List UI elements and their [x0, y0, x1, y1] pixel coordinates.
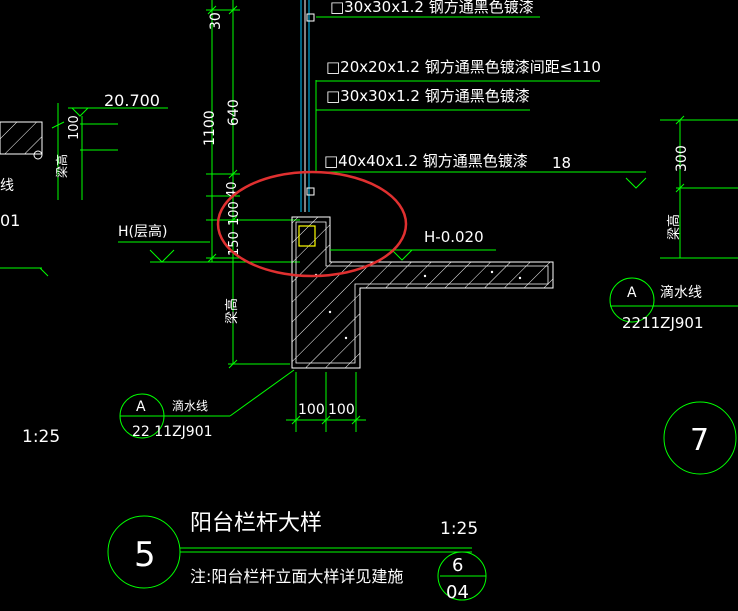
- detail-number: 5: [134, 535, 156, 575]
- spec-30: □30x30x1.2 钢方通黑色镀漆: [326, 87, 530, 105]
- level-18-marker: [625, 177, 647, 189]
- drip-callout-left: [119, 369, 295, 439]
- dim-100: 100: [227, 201, 242, 226]
- title-block: [107, 515, 487, 601]
- spec-30-top: □30x30x1.2 钢方通黑色镀漆: [330, 0, 534, 16]
- dim-100a: 100: [298, 402, 325, 418]
- right-fragment: [609, 115, 738, 475]
- dim-100-left: 100: [67, 115, 82, 140]
- rail-node-top: [306, 13, 315, 22]
- dim-100b: 100: [328, 402, 355, 418]
- level-h-marker: [118, 241, 300, 263]
- left-edge-fragment: [0, 103, 65, 277]
- concrete-section: [291, 216, 554, 369]
- level-h-text: H(层高): [118, 223, 167, 240]
- detail-scale: 1:25: [440, 519, 478, 539]
- beam-height-left: 梁高: [54, 154, 69, 178]
- drip-label-right: 滴水线: [660, 284, 702, 301]
- detail-note: 注:阳台栏杆立面大样详见建施: [190, 567, 403, 586]
- scale-left: 1:25: [22, 427, 60, 447]
- bottom-dimensions: [286, 372, 366, 432]
- drip-ref-left: 22 11ZJ901: [132, 424, 213, 440]
- drip-a-right: A: [627, 285, 637, 301]
- level-20700-text: 20.700: [104, 91, 160, 110]
- drip-a-left: A: [136, 399, 146, 415]
- ref-bottom: 04: [446, 582, 469, 603]
- level-slab-marker: [330, 249, 496, 261]
- rail-node-bottom: [306, 187, 315, 196]
- rail-posts: [300, 0, 310, 212]
- detail-title: 阳台栏杆大样: [190, 511, 322, 536]
- dim-1100: 1100: [202, 110, 218, 146]
- dim-300: 300: [674, 145, 690, 172]
- dim-30: 30: [208, 12, 224, 30]
- level-20700-marker: [68, 107, 168, 200]
- ref-top: 6: [452, 555, 463, 576]
- drip-label-left: 滴水线: [172, 398, 208, 413]
- beam-height-right: 梁高: [666, 214, 682, 240]
- spec-leaders: [310, 16, 646, 173]
- beam-height-center: 梁高: [224, 298, 240, 324]
- highlight-ellipse: [216, 170, 408, 278]
- spec-40: □40x40x1.2 钢方通黑色镀漆: [324, 152, 528, 170]
- left-char: 线: [0, 178, 14, 194]
- spec-20: □20x20x1.2 钢方通黑色镀漆间距≤110: [326, 58, 601, 76]
- level-slab-text: H-0.020: [424, 228, 484, 246]
- num-7: 7: [690, 423, 709, 458]
- dim-640: 640: [226, 99, 242, 126]
- num-18: 18: [552, 154, 571, 172]
- drip-ref-right: 2211ZJ901: [622, 314, 704, 332]
- num-01: 01: [0, 211, 20, 230]
